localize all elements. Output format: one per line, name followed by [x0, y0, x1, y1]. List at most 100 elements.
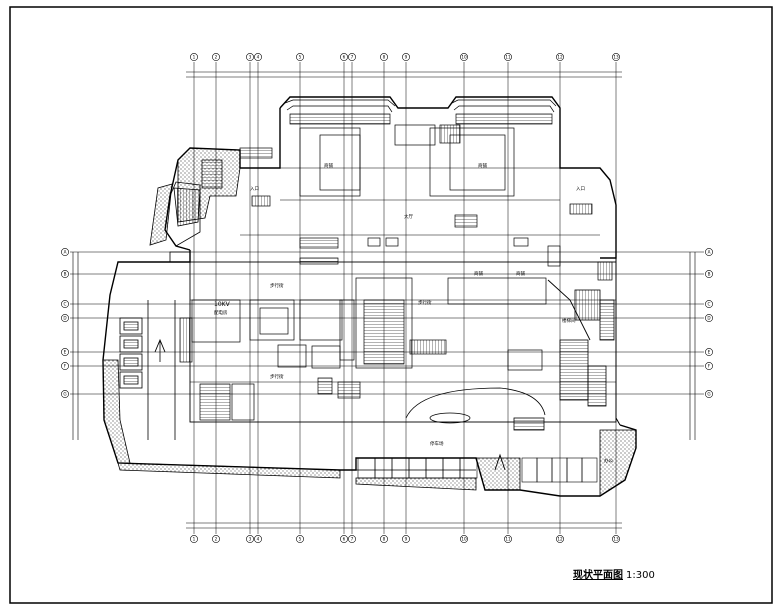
grid-col-10-bottom-label: 10 — [461, 537, 467, 542]
grid-row-G-left-bubble — [61, 390, 69, 398]
label-kv-room: 10KV — [214, 301, 231, 308]
dimension-lines — [72, 71, 696, 529]
parking-stall — [408, 457, 427, 479]
grid-col-2-top-label: 2 — [215, 55, 218, 60]
grid-row-F-left-bubble — [61, 362, 69, 370]
left-ramp — [102, 300, 176, 464]
label-stair-room: 楼梯间 — [562, 317, 576, 324]
grid-col-1-bottom-bubble — [190, 535, 198, 543]
grid-col-10-top-bubble — [460, 53, 468, 61]
grid-row-A-right-bubble — [705, 248, 713, 256]
grid-row-G-right-bubble — [705, 390, 713, 398]
grid-col-6-top-label: 6 — [343, 55, 346, 60]
grid-col-7-top-bubble — [348, 53, 356, 61]
grid-col-2-bottom-label: 2 — [215, 537, 218, 542]
grid-col-11-bottom-bubble — [504, 535, 512, 543]
parking-stall — [391, 457, 410, 479]
grid-row-G-left-label: G — [63, 392, 66, 397]
label-hall: 大厅 — [404, 213, 413, 220]
grid-col-7-bottom-bubble — [348, 535, 356, 543]
left-wing — [149, 147, 241, 263]
grid-row-G-right-label: G — [707, 392, 710, 397]
grid-row-E-right-bubble — [705, 348, 713, 356]
grid-col-6-bottom-bubble — [340, 535, 348, 543]
grid-row-E-left-label: E — [64, 350, 67, 355]
grid-row-D-left-bubble — [61, 314, 69, 322]
grid-col-1-top-bubble — [190, 53, 198, 61]
parking-stall — [459, 457, 478, 479]
grid-col-2-bottom-bubble — [212, 535, 220, 543]
label-kv-sub: 配电房 — [214, 309, 228, 316]
parking-stall — [374, 457, 393, 479]
label-shop-a: 商铺 — [324, 162, 333, 169]
label-parking: 停车场 — [430, 440, 444, 447]
grid-col-8-bottom-label: 8 — [383, 537, 386, 542]
grid-row-C-right-bubble — [705, 300, 713, 308]
grid-row-E-left-bubble — [61, 348, 69, 356]
grid-col-11-top-label: 11 — [505, 55, 511, 60]
grid-row-E-right-label: E — [708, 350, 711, 355]
grid-col-5-top-label: 5 — [299, 55, 302, 60]
grid-col-3-bottom-label: 3 — [249, 537, 252, 542]
label-shop-d: 商铺 — [516, 270, 525, 277]
grid-col-13-top-bubble — [612, 53, 620, 61]
lower-parking — [117, 387, 637, 497]
grid-col-8-top-label: 8 — [383, 55, 386, 60]
label-shop-c: 商铺 — [474, 270, 483, 277]
grid-col-9-top-bubble — [402, 53, 410, 61]
grid-row-D-right-label: D — [707, 316, 710, 321]
grid-col-11-bottom-label: 11 — [505, 537, 511, 542]
grid-col-4-top-label: 4 — [257, 55, 260, 60]
grid-row-B-right-label: B — [708, 272, 711, 277]
grid-col-13-bottom-label: 13 — [613, 537, 619, 542]
grid-row-F-right-bubble — [705, 362, 713, 370]
grid-col-6-bottom-label: 6 — [343, 537, 346, 542]
label-entrance-left: 入口 — [250, 186, 259, 192]
label-shop-b: 商铺 — [478, 162, 487, 169]
grid-col-6-top-bubble — [340, 53, 348, 61]
grid-col-3-bottom-bubble — [246, 535, 254, 543]
grid-col-4-bottom-label: 4 — [257, 537, 260, 542]
grid-col-13-top-label: 13 — [613, 55, 619, 60]
parking-stall — [551, 457, 568, 483]
grid-row-D-right-bubble — [705, 314, 713, 322]
grid-col-5-bottom-bubble — [296, 535, 304, 543]
grid-col-7-top-label: 7 — [351, 55, 354, 60]
right-stairs — [547, 279, 615, 407]
grid-col-9-bottom-label: 9 — [405, 537, 408, 542]
grid-col-1-top-label: 1 — [193, 55, 196, 60]
central-rooms — [179, 277, 547, 421]
grid-col-3-top-label: 3 — [249, 55, 252, 60]
grid-col-1-bottom-label: 1 — [193, 537, 196, 542]
grid-col-10-top-label: 10 — [461, 55, 467, 60]
label-entrance-right: 入口 — [576, 186, 585, 192]
grid-col-9-top-label: 9 — [405, 55, 408, 60]
sheet-border — [9, 6, 773, 604]
grid-row-B-left-label: B — [64, 272, 67, 277]
grid-col-12-bottom-label: 12 — [557, 537, 563, 542]
grid-col-5-bottom-label: 5 — [299, 537, 302, 542]
label-mall-upper: 步行街 — [270, 282, 284, 289]
parking-stall — [566, 457, 583, 483]
grid-col-12-top-label: 12 — [557, 55, 563, 60]
grid-col-8-top-bubble — [380, 53, 388, 61]
parking-stall — [581, 457, 598, 483]
grid-row-A-right-label: A — [708, 250, 711, 255]
grid-row-D-left-label: D — [63, 316, 66, 321]
grid-col-10-bottom-bubble — [460, 535, 468, 543]
facade-bands — [284, 99, 557, 125]
grid-col-12-top-bubble — [556, 53, 564, 61]
drawing-scale: 1:300 — [626, 570, 655, 581]
grid-row-C-right-label: C — [708, 302, 711, 307]
grid-row-B-left-bubble — [61, 270, 69, 278]
grid-row-A-left-bubble — [61, 248, 69, 256]
parking-stall — [357, 457, 376, 479]
parking-stall — [425, 457, 444, 479]
upper-rooms — [201, 124, 613, 281]
grid-row-B-right-bubble — [705, 270, 713, 278]
parking-stall — [521, 457, 538, 483]
label-mall-lower: 步行街 — [270, 373, 284, 380]
grid-col-4-bottom-bubble — [254, 535, 262, 543]
